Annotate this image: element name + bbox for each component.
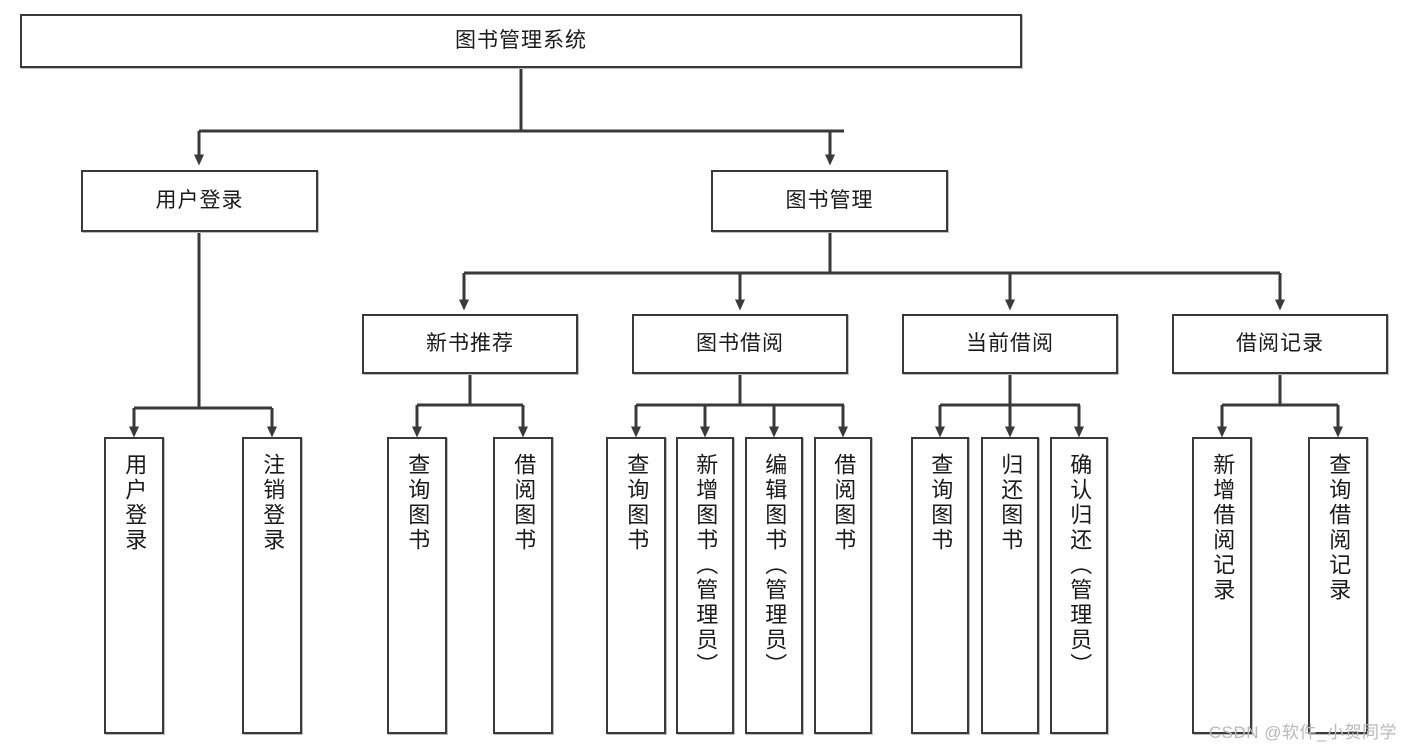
node-label: 图书管理系统 <box>455 29 587 53</box>
node-book-borrow[interactable]: 图书借阅 <box>632 314 848 374</box>
node-label: 查询图书 <box>928 453 954 553</box>
node-label: 新书推荐 <box>426 332 514 356</box>
node-label: 查询图书 <box>405 453 431 553</box>
node-label: 查询图书 <box>624 453 650 553</box>
node-new-book-recommend[interactable]: 新书推荐 <box>362 314 578 374</box>
node-label: 用户登录 <box>155 189 244 213</box>
leaf-borrow-record-add[interactable]: 新增借阅记录 <box>1192 437 1252 734</box>
node-label: 注销登录 <box>260 453 286 553</box>
node-label: 归还图书 <box>998 453 1024 553</box>
leaf-book-borrow-borrow[interactable]: 借阅图书 <box>814 437 872 734</box>
leaf-book-borrow-add[interactable]: 新增图书（管理员） <box>676 437 734 734</box>
watermark: CSDN @软件_小贺同学 <box>1208 723 1397 742</box>
leaf-user-login-login[interactable]: 用户登录 <box>104 437 164 734</box>
leaf-new-book-borrow[interactable]: 借阅图书 <box>493 437 553 734</box>
node-label: 用户登录 <box>122 453 148 553</box>
node-label: 图书管理 <box>785 189 874 213</box>
node-book-management[interactable]: 图书管理 <box>711 170 948 232</box>
node-current-borrow[interactable]: 当前借阅 <box>902 314 1118 374</box>
node-label: 查询借阅记录 <box>1326 453 1352 603</box>
leaf-book-borrow-query[interactable]: 查询图书 <box>606 437 666 734</box>
leaf-current-borrow-confirm[interactable]: 确认归还（管理员） <box>1050 437 1108 734</box>
leaf-current-borrow-return[interactable]: 归还图书 <box>981 437 1039 734</box>
node-root-system[interactable]: 图书管理系统 <box>20 14 1022 68</box>
node-label: 新增图书（管理员） <box>693 453 719 678</box>
node-label: 借阅记录 <box>1236 332 1324 356</box>
leaf-book-borrow-edit[interactable]: 编辑图书（管理员） <box>745 437 803 734</box>
node-borrow-record[interactable]: 借阅记录 <box>1172 314 1388 374</box>
node-label: 确认归还（管理员） <box>1067 453 1093 678</box>
node-user-login[interactable]: 用户登录 <box>81 170 318 232</box>
leaf-user-login-logout[interactable]: 注销登录 <box>242 437 302 734</box>
node-label: 编辑图书（管理员） <box>762 453 788 678</box>
node-label: 借阅图书 <box>831 453 857 553</box>
node-label: 当前借阅 <box>966 332 1054 356</box>
node-label: 新增借阅记录 <box>1210 453 1236 603</box>
leaf-new-book-query[interactable]: 查询图书 <box>387 437 447 734</box>
leaf-borrow-record-query[interactable]: 查询借阅记录 <box>1308 437 1368 734</box>
node-label: 图书借阅 <box>696 332 784 356</box>
leaf-current-borrow-query[interactable]: 查询图书 <box>911 437 969 734</box>
node-label: 借阅图书 <box>511 453 537 553</box>
